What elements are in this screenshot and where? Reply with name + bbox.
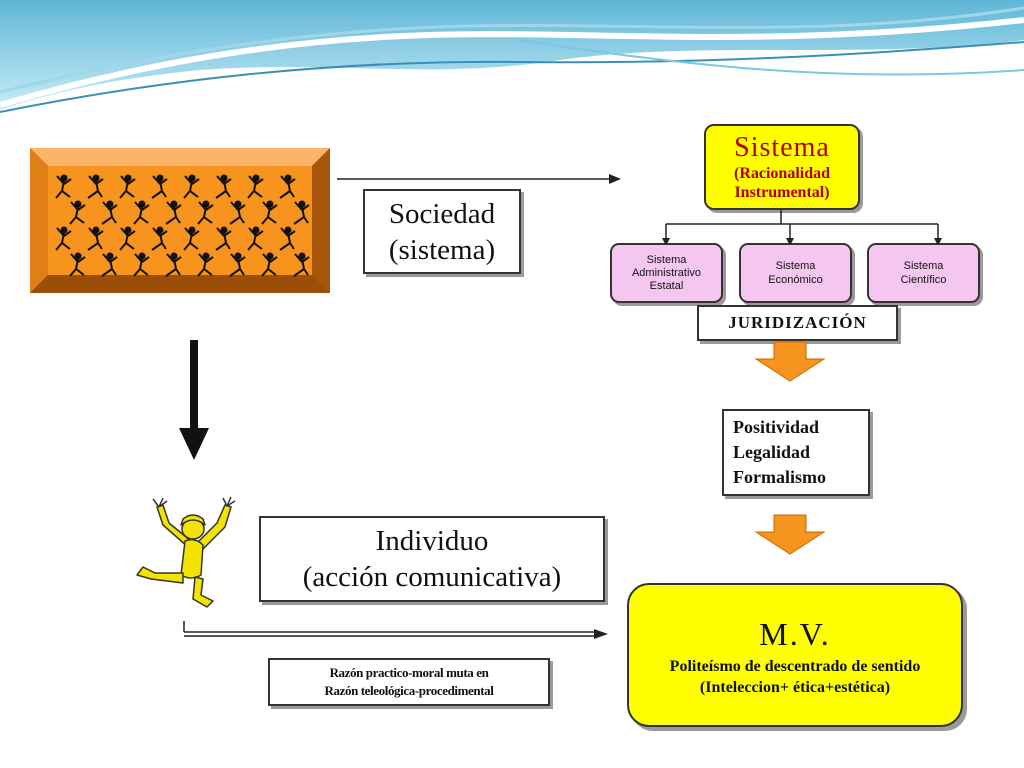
crowd-person-icon	[69, 200, 86, 225]
wave-header	[0, 0, 1024, 113]
mv-box: M.V. Politeísmo de descentrado de sentid…	[627, 583, 963, 727]
crowd-of-people-icon	[30, 148, 330, 293]
crowd-person-icon	[197, 252, 214, 277]
crowd-person-icon	[119, 174, 136, 199]
crowd-person-icon	[165, 252, 182, 277]
crowd-person-icon	[247, 226, 264, 251]
crowd-person-icon	[151, 174, 168, 199]
mv-line-1: Politeísmo de descentrado de sentido	[669, 658, 921, 675]
double-arrow-right-icon	[183, 621, 608, 639]
crowd-person-icon	[229, 252, 246, 277]
mv-title: M.V.	[759, 616, 831, 652]
sistema-subtitle-2: Instrumental)	[734, 184, 830, 201]
positividad-label: Positividad	[733, 417, 820, 437]
crowd-person-icon	[101, 200, 118, 225]
arrow-right-icon	[337, 174, 621, 184]
crowd-person-icon	[229, 200, 246, 225]
crowd-person-icon	[69, 252, 86, 277]
juridizacion-box: JURIDIZACIÓN	[697, 305, 898, 341]
positividad-box: Positividad Legalidad Formalismo	[722, 409, 870, 496]
crowd-person-icon	[55, 226, 72, 251]
subsystem-economico: Sistema Económico	[739, 243, 852, 303]
subsystem-label: Administrativo	[631, 266, 702, 279]
crowd-person-icon	[133, 252, 150, 277]
sistema-title: Sistema	[734, 132, 830, 163]
crowd-person-icon	[247, 174, 264, 199]
formalismo-label: Formalismo	[733, 467, 826, 487]
crowd-person-icon	[183, 174, 200, 199]
crowd-person-icon	[215, 226, 232, 251]
subsystem-label: Sistema	[646, 253, 687, 266]
orange-arrow-down-icon	[754, 514, 826, 555]
crowd-person-icon	[119, 226, 136, 251]
crowd-person-icon	[261, 252, 278, 277]
orange-arrow-down-icon	[754, 341, 826, 382]
individuo-label: Individuo	[375, 525, 489, 557]
crowd-person-icon	[151, 226, 168, 251]
sociedad-box: Sociedad (sistema)	[363, 189, 521, 274]
subsystem-administrativo: Sistema Administrativo Estatal	[610, 243, 723, 303]
legalidad-label: Legalidad	[733, 442, 811, 462]
tree-connector	[662, 210, 942, 246]
razon-box: Razón practico-moral muta en Razón teleo…	[268, 658, 550, 706]
juridizacion-label: JURIDIZACIÓN	[728, 313, 867, 332]
crowd-person-icon	[279, 174, 296, 199]
subsystem-label: Sistema	[903, 260, 944, 272]
individuo-sublabel: (acción comunicativa)	[302, 561, 562, 593]
crowd-person-icon	[279, 226, 296, 251]
sistema-box: Sistema (Racionalidad Instrumental)	[704, 124, 860, 210]
crowd-person-icon	[293, 200, 310, 225]
crowd-person-icon	[293, 252, 310, 277]
razon-line-1: Razón practico-moral muta en	[329, 665, 489, 680]
mv-line-2: (Inteleccion+ ética+estética)	[699, 679, 891, 696]
crowd-person-icon	[87, 226, 104, 251]
crowd-person-icon	[165, 200, 182, 225]
sociedad-sublabel: (sistema)	[388, 233, 496, 266]
subsystem-label: Sistema	[775, 260, 816, 272]
subsystem-label: Económico	[768, 274, 823, 286]
arrow-down-icon	[179, 340, 209, 460]
crowd-image	[30, 148, 330, 293]
crowd-person-icon	[261, 200, 278, 225]
dancing-person-icon	[136, 496, 236, 608]
crowd-person-icon	[197, 200, 214, 225]
crowd-person-icon	[133, 200, 150, 225]
sociedad-label: Sociedad	[388, 197, 496, 230]
subsystem-label: Científico	[900, 274, 947, 286]
subsystem-label: Estatal	[649, 279, 684, 292]
crowd-person-icon	[215, 174, 232, 199]
crowd-person-icon	[183, 226, 200, 251]
razon-line-2: Razón teleológica-procedimental	[324, 683, 494, 698]
crowd-person-icon	[101, 252, 118, 277]
subsystem-cientifico: Sistema Científico	[867, 243, 980, 303]
crowd-person-icon	[87, 174, 104, 199]
sistema-subtitle-1: (Racionalidad	[733, 165, 830, 182]
crowd-person-icon	[55, 174, 72, 199]
individuo-box: Individuo (acción comunicativa)	[259, 516, 605, 602]
